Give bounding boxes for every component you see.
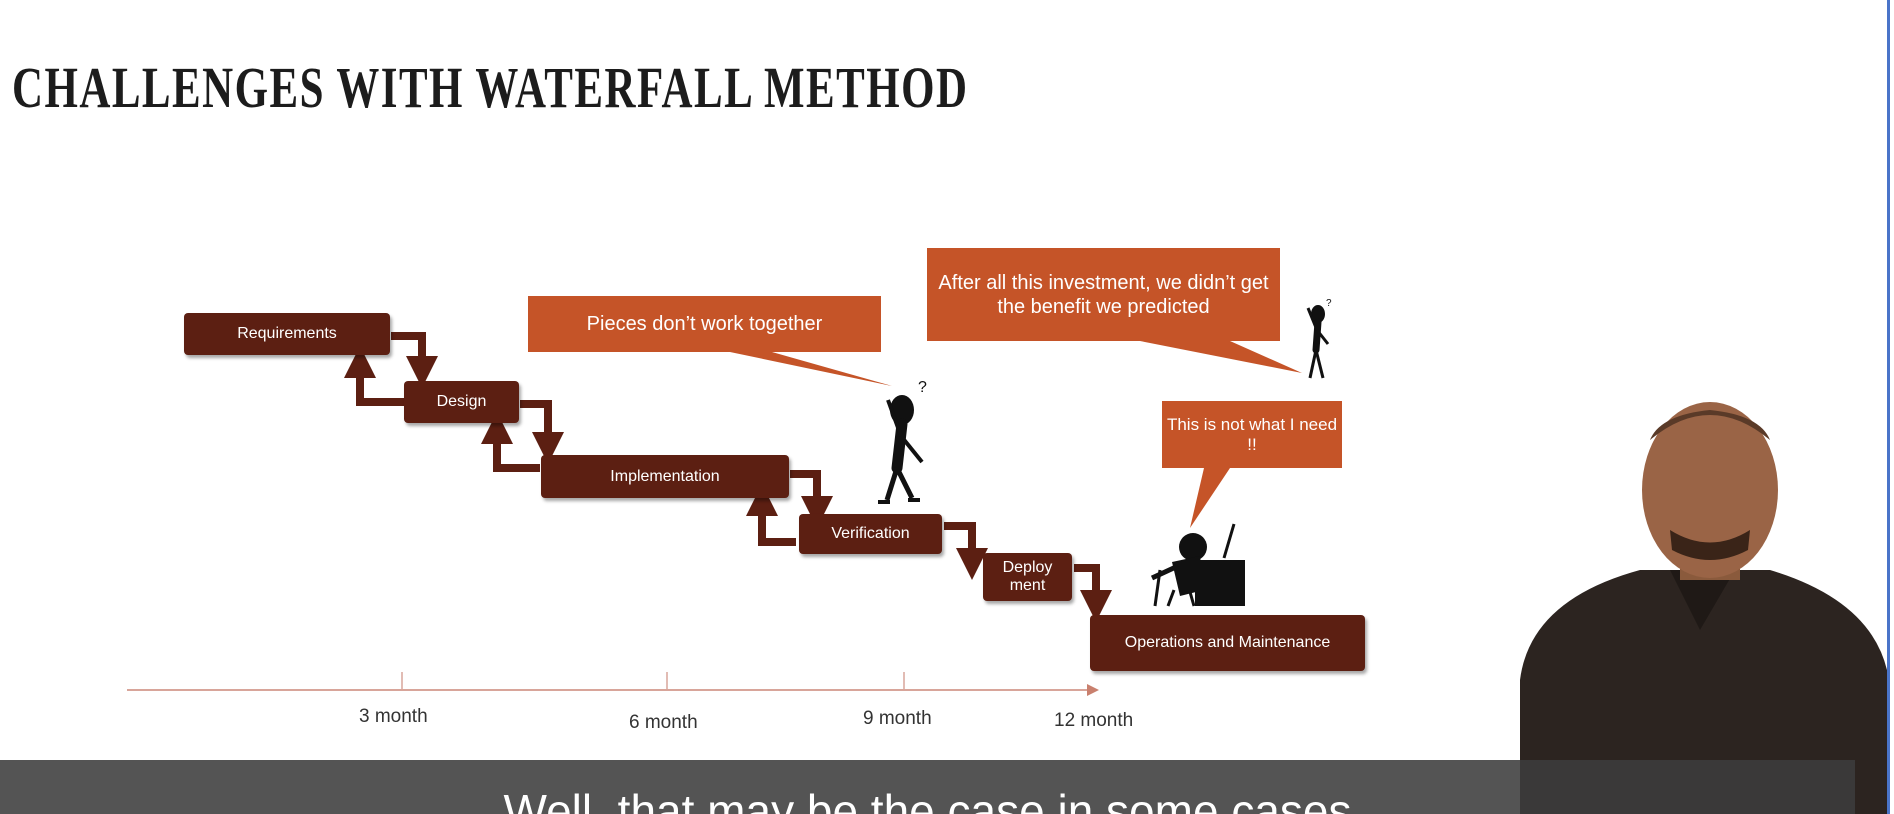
- arrow-verif-to-deploy: [944, 522, 988, 580]
- presenter-body: [1520, 570, 1887, 814]
- arrow-impl-to-verif: [790, 470, 833, 528]
- slide-edge-line: [1887, 0, 1890, 814]
- bubble-investment-shape: [927, 248, 1302, 373]
- arrow-design-back: [344, 346, 404, 406]
- arrow-deploy-to-ops: [1074, 564, 1112, 622]
- arrow-impl-back: [481, 412, 540, 472]
- timeline-label-3: 3 month: [359, 706, 428, 727]
- svg-text:?: ?: [1326, 298, 1332, 309]
- bubble-need-shape: [1162, 401, 1342, 528]
- thinking-figure-icon: ?: [1306, 298, 1332, 379]
- timeline-label-9: 9 month: [863, 708, 932, 729]
- bubble-pieces-text: Pieces don’t work together: [586, 313, 823, 335]
- caption-text: Well, that may be the case in some cases: [503, 785, 1352, 814]
- stage-verification: Verification: [799, 514, 942, 554]
- caption-bar: Well, that may be the case in some cases: [0, 760, 1855, 814]
- arrow-verif-back: [746, 484, 796, 546]
- bubble-investment-text: After all this investment, we didn’t get…: [938, 271, 1269, 318]
- slide-title: CHALLENGES WITH WATERFALL METHOD: [12, 55, 969, 120]
- stage-requirements: Requirements: [184, 313, 390, 355]
- stage-operations: Operations and Maintenance: [1090, 615, 1365, 671]
- arrow-req-to-design: [391, 332, 438, 388]
- frustrated-figure-at-desk-icon: [1150, 523, 1245, 607]
- bubble-pieces-shape: [528, 296, 892, 386]
- confused-figure-icon: ?: [878, 379, 927, 504]
- presenter-video: [1520, 402, 1887, 814]
- svg-text:?: ?: [918, 379, 927, 396]
- arrow-design-to-impl: [520, 400, 564, 464]
- bubble-need-text: This is not what I need !!: [1166, 414, 1338, 454]
- stage-implementation: Implementation: [541, 455, 789, 498]
- timeline-label-6: 6 month: [629, 712, 698, 733]
- timeline-label-12: 12 month: [1054, 710, 1134, 731]
- stage-design: Design: [404, 381, 519, 423]
- stage-deployment: Deploy ment: [983, 553, 1072, 601]
